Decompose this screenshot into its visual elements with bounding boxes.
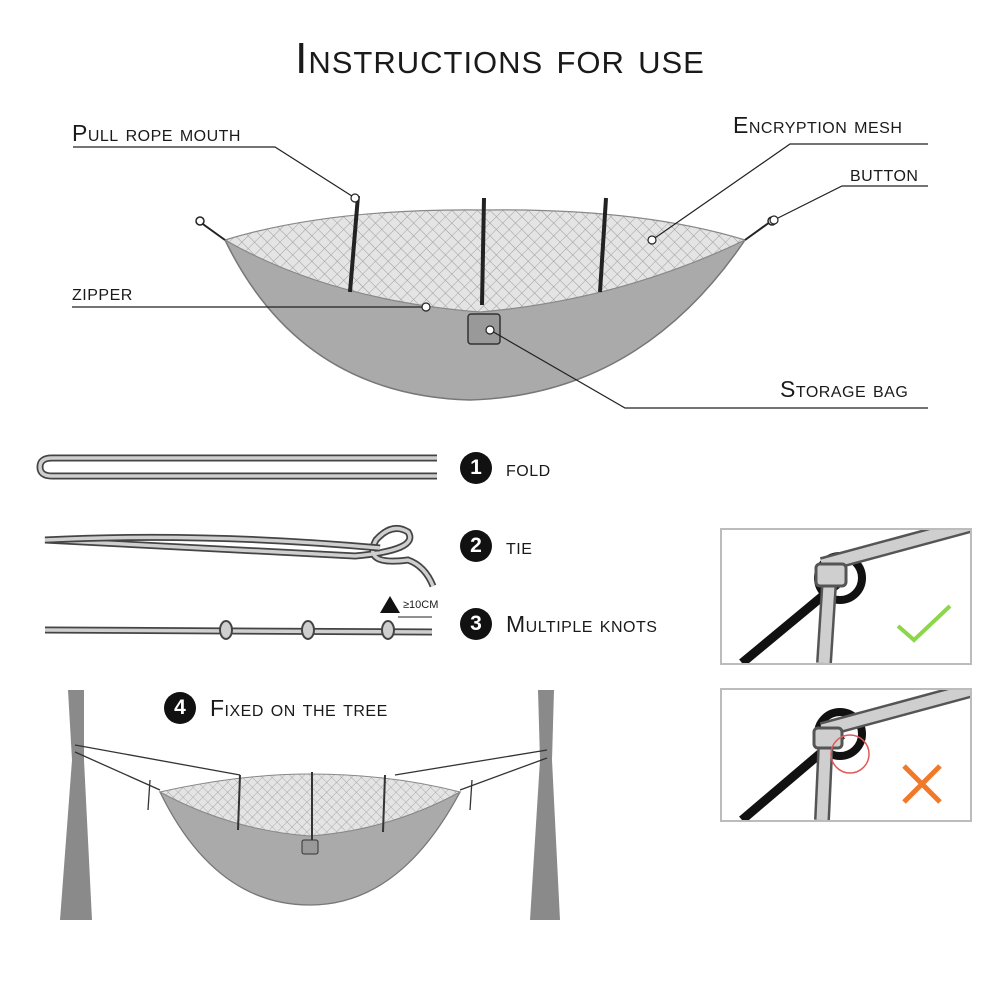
step-number-badge: 1 — [460, 452, 492, 484]
step-label: Multiple knots — [506, 610, 658, 637]
step-label: tie — [506, 532, 533, 559]
warning-text: ≥10CM — [403, 598, 439, 611]
step-label: Fixed on the tree — [210, 694, 388, 721]
step-number-badge: 3 — [460, 608, 492, 640]
wrong-knot-illustration — [739, 690, 970, 820]
step-number-badge: 2 — [460, 530, 492, 562]
support-rope — [348, 195, 360, 293]
storage-bag-pocket — [467, 313, 501, 345]
cross-mark-icon — [902, 764, 942, 804]
step-number-badge: 4 — [164, 692, 196, 724]
step-tie: 2 tie — [460, 530, 532, 562]
step-fold: 1 fold — [460, 452, 551, 484]
label-storage-bag: Storage bag — [780, 376, 909, 402]
tree-hammock-illustration — [60, 690, 560, 920]
correct-knot-illustration — [739, 530, 970, 663]
check-mark-icon — [896, 604, 952, 643]
page-title: Instructions for use — [295, 34, 705, 83]
wrong-knot-panel — [720, 688, 972, 822]
step-multiple-knots: 3 Multiple knots — [460, 608, 657, 640]
correct-knot-panel — [720, 528, 972, 665]
warning-triangle-icon — [380, 596, 400, 613]
step-fixed-on-tree: 4 Fixed on the tree — [164, 692, 388, 724]
step-label: fold — [506, 454, 551, 481]
support-rope — [598, 197, 608, 293]
distance-warning: ≥10CM — [380, 596, 438, 613]
label-pull-rope-mouth: Pull rope mouth — [72, 120, 241, 146]
error-highlight-circle — [830, 734, 870, 774]
label-zipper: zipper — [72, 279, 133, 305]
label-button: button — [850, 160, 919, 186]
support-rope — [480, 197, 486, 306]
label-encryption-mesh: Encryption mesh — [733, 112, 903, 138]
folded-strap-illustration — [36, 454, 437, 480]
tied-strap-illustration — [44, 524, 437, 588]
knotted-strap-illustration — [44, 616, 433, 640]
